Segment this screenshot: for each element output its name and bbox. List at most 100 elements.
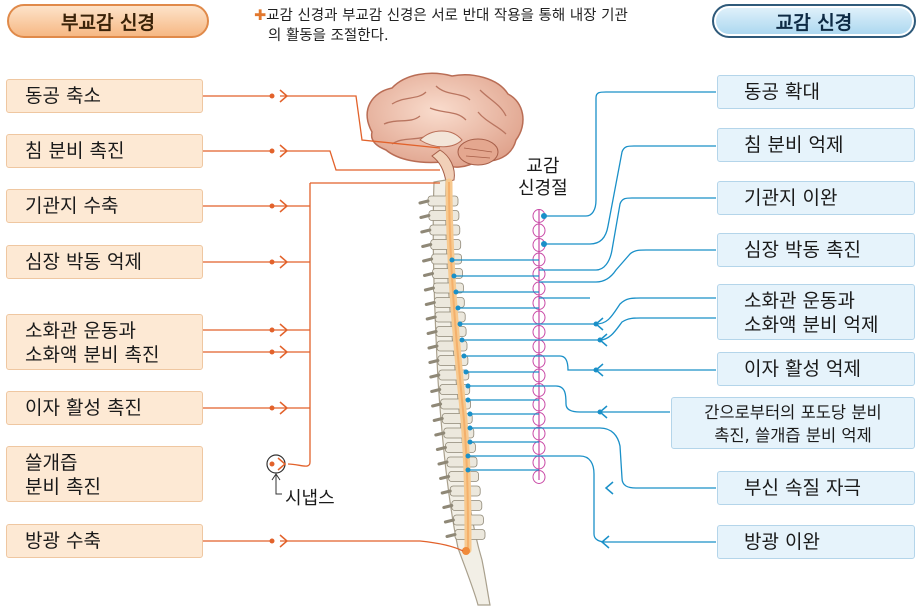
vertebra-process	[419, 214, 431, 219]
vertebra-process	[423, 286, 435, 292]
brain-illustration	[366, 72, 524, 183]
vertebra-process	[428, 359, 440, 364]
para-effect-text: 기관지 수축	[25, 195, 119, 217]
para-effect-text: 침 분비 촉진	[25, 140, 125, 162]
vertebra-process	[429, 373, 441, 379]
symp-effect-text: 부신 속질 자극	[744, 477, 861, 499]
symp-effect-text: 이자 활성 억제	[744, 358, 861, 380]
vertebra	[429, 224, 461, 236]
ganglion	[532, 426, 546, 441]
symp-effect-text: 소화관 운동과	[744, 290, 855, 312]
sympathetic-header-text: 교감 신경	[775, 11, 853, 34]
symp-effect-heart-acceleration: 심장 박동 촉진	[717, 233, 915, 267]
ganglion	[532, 223, 546, 238]
ganglion	[532, 267, 546, 281]
para-effect-pancreas-promotion: 이자 활성 촉진	[6, 391, 203, 425]
note-text: ✚교감 신경과 부교감 신경은 서로 반대 작용을 통해 내장 기관 의 활동을…	[254, 6, 710, 46]
note-line-1: 교감 신경과 부교감 신경은 서로 반대 작용을 통해 내장 기관	[266, 8, 628, 24]
para-effect-saliva-promotion: 침 분비 촉진	[6, 134, 203, 168]
vertebra	[430, 239, 462, 250]
vertebra	[446, 456, 478, 468]
para-effect-text: 심장 박동 억제	[25, 251, 142, 273]
symp-effect-text: 소화액 분비 억제	[744, 314, 879, 336]
vertebra-process	[425, 315, 437, 321]
para-effect-heart-inhibition: 심장 박동 억제	[6, 245, 203, 279]
vertebra-process	[442, 504, 454, 509]
vertebra-process	[439, 475, 451, 480]
ganglion	[532, 383, 546, 397]
symp-effect-adrenal-stimulation: 부신 속질 자극	[717, 471, 915, 505]
symp-effect-text: 기관지 이완	[744, 187, 838, 209]
para-effect-text: 소화액 분비 촉진	[25, 344, 160, 366]
synapse-label-text: 시냅스	[285, 488, 335, 509]
vertebra-process	[445, 533, 457, 538]
vertebra	[436, 340, 468, 352]
vertebra	[441, 413, 473, 424]
vertebra-process	[420, 228, 432, 234]
symp-effect-saliva-inhibition: 침 분비 억제	[717, 128, 915, 162]
vertebra	[439, 384, 471, 395]
para-effect-text: 동공 축소	[25, 85, 101, 107]
vertebra-process	[431, 402, 443, 408]
synapse-marker	[266, 454, 287, 495]
symp-effect-bronchi-relaxation: 기관지 이완	[717, 181, 915, 215]
ganglion-label-line-1: 교감	[526, 156, 560, 177]
vertebra-process	[443, 518, 455, 524]
vertebra-process	[422, 257, 434, 263]
symp-effect-text: 침 분비 억제	[744, 134, 844, 156]
vertebra-process	[437, 460, 449, 466]
vertebra	[432, 268, 463, 279]
para-effect-text: 쓸개즙	[25, 452, 78, 474]
vertebra-process	[423, 272, 434, 277]
symp-effect-text: 동공 확대	[744, 81, 820, 103]
vertebra	[431, 253, 463, 265]
para-effect-bronchi-constriction: 기관지 수축	[6, 189, 203, 223]
symp-effect-bladder-relaxation: 방광 이완	[717, 525, 915, 559]
symp-effect-text: 방광 이완	[744, 531, 820, 553]
vertebra-process	[432, 417, 444, 422]
ganglion	[532, 296, 546, 310]
symp-effect-pupil-dilation: 동공 확대	[717, 75, 915, 109]
vertebra-process	[426, 330, 438, 335]
sympathetic-dots	[449, 213, 603, 473]
plus-icon: ✚	[254, 8, 267, 24]
vertebra-process	[418, 199, 430, 205]
vertebra	[435, 326, 467, 337]
sympathetic-header: 교감 신경	[712, 4, 916, 38]
sympathetic-chevrons	[594, 85, 728, 549]
ganglion	[532, 368, 546, 383]
para-effect-text: 이자 활성 촉진	[25, 397, 142, 419]
vertebra-process	[435, 446, 447, 451]
ganglion-label: 교감 신경절	[518, 156, 568, 200]
para-effect-text: 방광 수축	[25, 530, 101, 552]
vertebra	[433, 297, 465, 308]
note-line-2: 의 활동을 조절한다.	[268, 28, 389, 44]
vertebra-process	[434, 431, 446, 437]
spine-illustration	[418, 178, 491, 606]
ganglion	[532, 325, 546, 339]
parasympathetic-dots	[269, 93, 275, 544]
sympathetic-pathways	[452, 91, 716, 543]
parasympathetic-header: 부교감 신경	[7, 4, 209, 38]
vertebra	[428, 210, 460, 221]
ganglion	[532, 412, 546, 426]
ganglion	[532, 397, 546, 412]
para-effect-pupil-constriction: 동공 축소	[6, 79, 203, 113]
vertebra	[434, 311, 466, 323]
vertebra-process	[427, 344, 439, 350]
symp-effect-pancreas-inhibition: 이자 활성 억제	[717, 352, 915, 386]
vertebra	[427, 195, 459, 207]
vertebra-process	[424, 301, 436, 306]
ganglion-label-line-2: 신경절	[518, 178, 568, 199]
vertebra-process	[421, 243, 433, 248]
synapse-label: 시냅스	[285, 484, 335, 510]
parasympathetic-pathways	[190, 95, 464, 552]
para-effect-text: 분비 촉진	[25, 476, 101, 498]
symp-effect-text: 간으로부터의 포도당 분비	[704, 403, 882, 422]
ganglion	[532, 354, 546, 368]
symp-effect-text: 심장 박동 촉진	[744, 239, 861, 261]
vertebra-process	[430, 388, 442, 393]
parasympathetic-header-text: 부교감 신경	[60, 11, 155, 34]
